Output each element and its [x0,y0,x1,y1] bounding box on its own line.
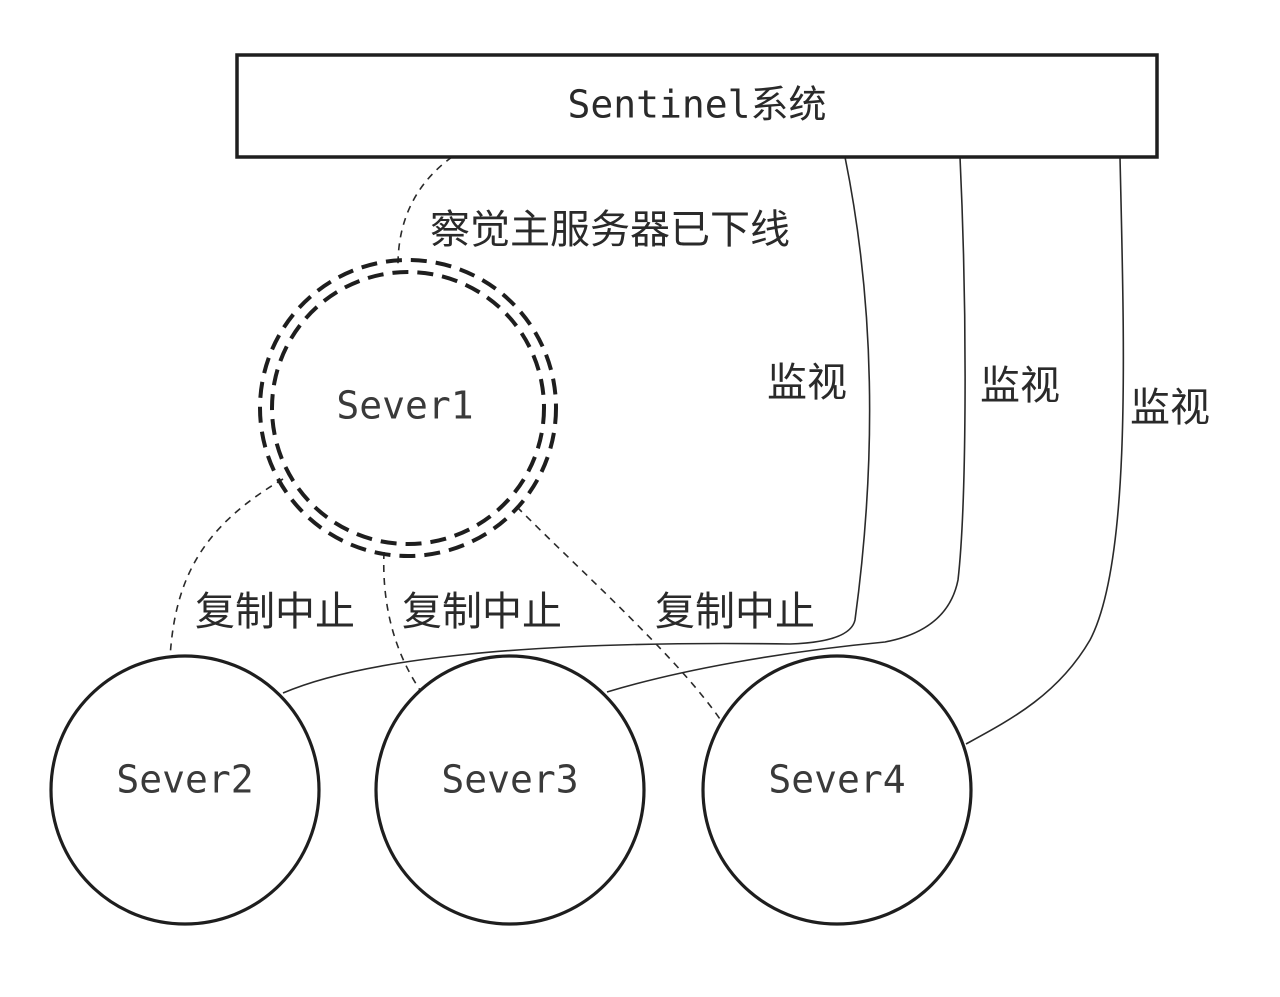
sever2-label: Sever2 [116,758,253,802]
replication-line-sever3 [382,551,421,691]
detect-offline-line [397,156,453,266]
replication-stopped-label-3: 复制中止 [655,589,815,635]
sever4-node [701,654,973,926]
sever1-offline-outer-ring [258,258,558,558]
replication-stopped-label-2: 复制中止 [402,589,562,635]
sever1-offline-inner-ring [270,270,546,546]
sever3-label: Sever3 [441,758,578,802]
replication-line-sever2 [169,478,284,659]
monitor-label-2: 监视 [980,363,1060,409]
monitor-label-3: 监视 [1130,385,1210,431]
sever1-label: Sever1 [336,384,473,428]
monitor-line-sever4 [965,156,1125,745]
monitor-label-1: 监视 [767,360,847,406]
sentinel-system-label: Sentinel系统 [567,83,826,127]
monitor-line-sever3 [606,156,966,693]
sever2-node [49,654,321,926]
sever3-node [374,654,646,926]
replication-stopped-label-1: 复制中止 [195,589,355,635]
sever4-label: Sever4 [768,758,905,802]
monitor-line-sever2 [282,156,871,694]
replication-line-sever4 [516,506,723,723]
sentinel-system-box [235,53,1159,159]
detect-offline-label: 察觉主服务器已下线 [430,207,790,253]
